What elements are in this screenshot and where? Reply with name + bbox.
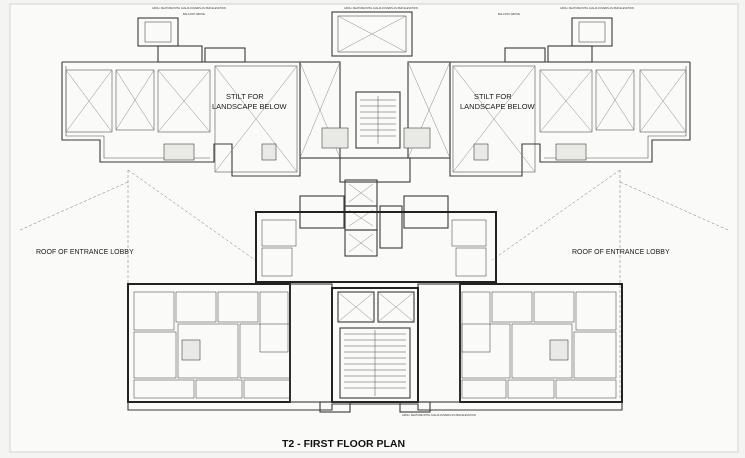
right-wing-outline bbox=[449, 17, 691, 177]
note-arch-center: ARCH. FEATURE WITH JAALI/LOUVERS AS PER … bbox=[344, 6, 418, 10]
left-wing-outline bbox=[61, 17, 301, 177]
note-arch-bottom: ARCH. FEATURE WITH JAALI/LOUVERS AS PER … bbox=[402, 413, 476, 417]
stilt-left-line2: LANDSCAPE BELOW bbox=[212, 102, 288, 111]
note-balcony-left: BALCONY ABOVE bbox=[183, 12, 205, 16]
stilt-right-line2: LANDSCAPE BELOW bbox=[460, 102, 536, 111]
bottom-ledge bbox=[127, 402, 623, 411]
sheet-border bbox=[9, 3, 739, 453]
plan-title: T2 - FIRST FLOOR PLAN bbox=[282, 438, 405, 450]
central-stair-bottom bbox=[319, 287, 431, 413]
right-flat-lower bbox=[417, 283, 623, 403]
roof-entrance-left: ROOF OF ENTRANCE LOBBY bbox=[36, 249, 134, 256]
stilt-right-line1: STILT FOR bbox=[474, 92, 512, 101]
left-flat-lower bbox=[127, 283, 333, 403]
central-core-top bbox=[299, 11, 451, 183]
note-balcony-right: BALCONY ABOVE bbox=[498, 12, 520, 16]
stilt-left-line1: STILT FOR bbox=[226, 92, 264, 101]
roof-entrance-right: ROOF OF ENTRANCE LOBBY bbox=[572, 249, 670, 256]
middle-core bbox=[255, 179, 497, 283]
note-arch-left: ARCH. FEATURE WITH JAALI/LOUVERS AS PER … bbox=[152, 6, 226, 10]
note-arch-right: ARCH. FEATURE WITH JAALI/LOUVERS AS PER … bbox=[560, 6, 634, 10]
